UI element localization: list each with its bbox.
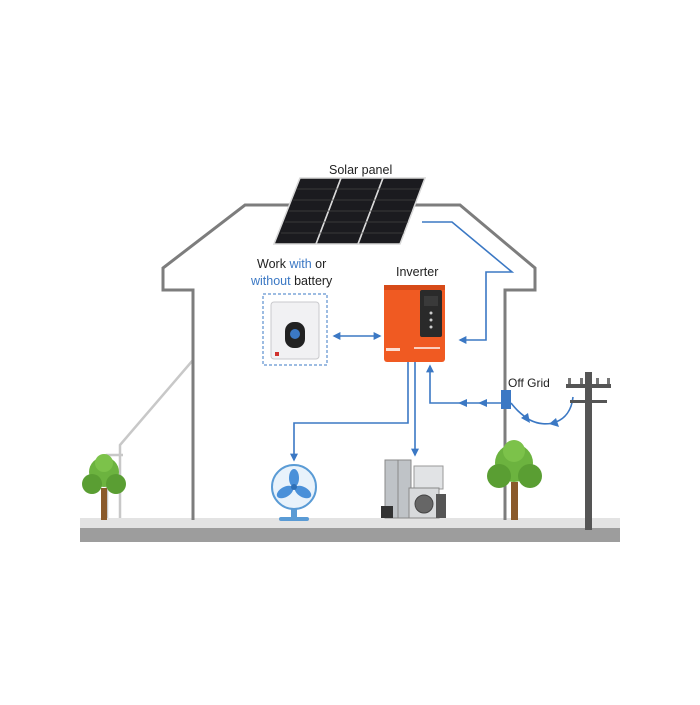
grid-to-inverter-line (426, 364, 503, 404)
appliances-image (381, 459, 446, 519)
battery-label: Work with or without battery (251, 256, 332, 290)
off-grid-label: Off Grid (508, 376, 550, 390)
inverter-image (384, 285, 445, 362)
solar-panel-image (272, 177, 427, 245)
battery-image (270, 301, 320, 360)
pole-to-switch-cable (510, 396, 574, 425)
battery-label-word-without: without (251, 274, 291, 288)
off-grid-switch (501, 390, 511, 409)
battery-label-word-battery: battery (294, 274, 333, 288)
battery-label-word-or: or (315, 257, 327, 271)
inverter-label: Inverter (396, 265, 439, 279)
ground-base (80, 528, 620, 542)
house-outline (161, 203, 537, 520)
battery-box (262, 293, 328, 366)
tree-left (82, 454, 126, 520)
ground-strip (80, 518, 620, 528)
battery-label-word-work: Work (257, 257, 286, 271)
solar-panel-label: Solar panel (329, 163, 393, 177)
solar-to-inverter-line (422, 221, 515, 344)
porch-outline (105, 359, 194, 518)
fan-image (271, 464, 317, 521)
battery-label-word-with: with (289, 257, 312, 271)
inverter-to-fan-line (290, 362, 409, 462)
utility-pole (566, 372, 611, 530)
tree-right (487, 440, 542, 520)
